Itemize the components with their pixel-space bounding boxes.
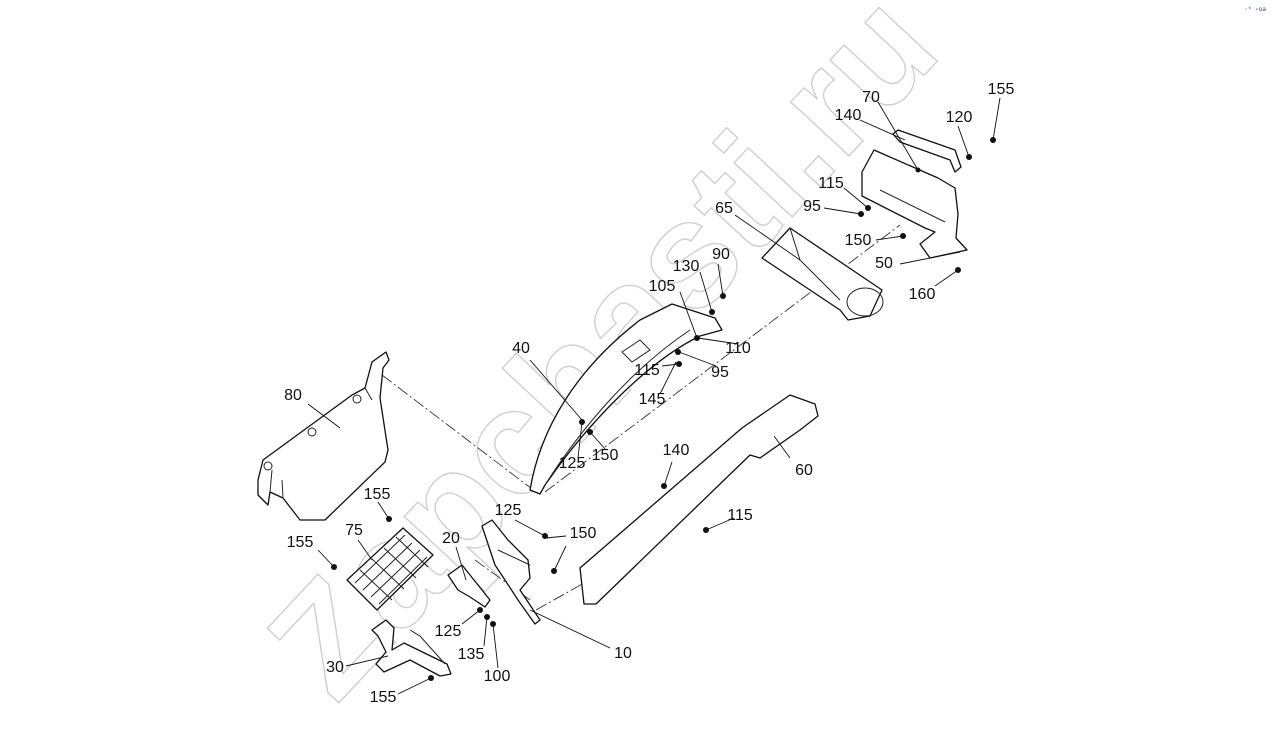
callout-60: 60 <box>795 462 813 479</box>
part-10-plate <box>481 519 541 625</box>
callout-155: 155 <box>287 534 314 551</box>
part-60-bar <box>579 394 819 605</box>
callout-90: 90 <box>712 246 730 263</box>
callout-115: 115 <box>727 507 753 524</box>
callout-20: 20 <box>442 530 460 547</box>
leader-lines <box>307 97 1001 695</box>
callout-150: 150 <box>845 232 872 249</box>
callout-120: 120 <box>946 109 973 126</box>
callout-155: 155 <box>364 486 391 503</box>
callout-145: 145 <box>639 391 666 408</box>
callout-65: 65 <box>715 200 733 217</box>
corner-badge: ◦⁰ ‹oa <box>1244 6 1266 13</box>
callout-150: 150 <box>570 525 597 542</box>
callout-105: 105 <box>649 278 676 295</box>
callout-50: 50 <box>875 255 893 272</box>
callout-10: 10 <box>614 645 632 662</box>
callout-140: 140 <box>835 107 862 124</box>
callout-labels: 155 70 140 120 115 95 65 150 50 160 90 1… <box>284 81 1014 706</box>
callout-155: 155 <box>370 689 397 706</box>
callout-125: 125 <box>435 623 462 640</box>
callout-125: 125 <box>559 455 586 472</box>
callout-40: 40 <box>512 340 530 357</box>
callout-110: 110 <box>725 340 751 357</box>
callout-30: 30 <box>326 659 344 676</box>
part-80-panel <box>257 351 390 521</box>
callout-70: 70 <box>862 89 880 106</box>
callout-130: 130 <box>673 258 700 275</box>
callout-140: 140 <box>663 442 690 459</box>
callout-75: 75 <box>345 522 363 539</box>
callout-150: 150 <box>592 447 619 464</box>
callout-125: 125 <box>495 502 522 519</box>
part-50-plate <box>861 149 968 259</box>
callout-95: 95 <box>711 364 729 381</box>
part-70-handle <box>892 129 962 173</box>
callout-115: 115 <box>634 362 660 379</box>
part-30-bracket <box>371 619 452 677</box>
callout-160: 160 <box>909 286 936 303</box>
callout-135: 135 <box>458 646 485 663</box>
callout-80: 80 <box>284 387 302 404</box>
part-75-step <box>346 527 434 611</box>
callout-95: 95 <box>803 198 821 215</box>
callout-100: 100 <box>484 668 511 685</box>
part-20-bracket <box>447 564 491 608</box>
callout-115: 115 <box>818 175 844 192</box>
callout-155: 155 <box>988 81 1015 98</box>
